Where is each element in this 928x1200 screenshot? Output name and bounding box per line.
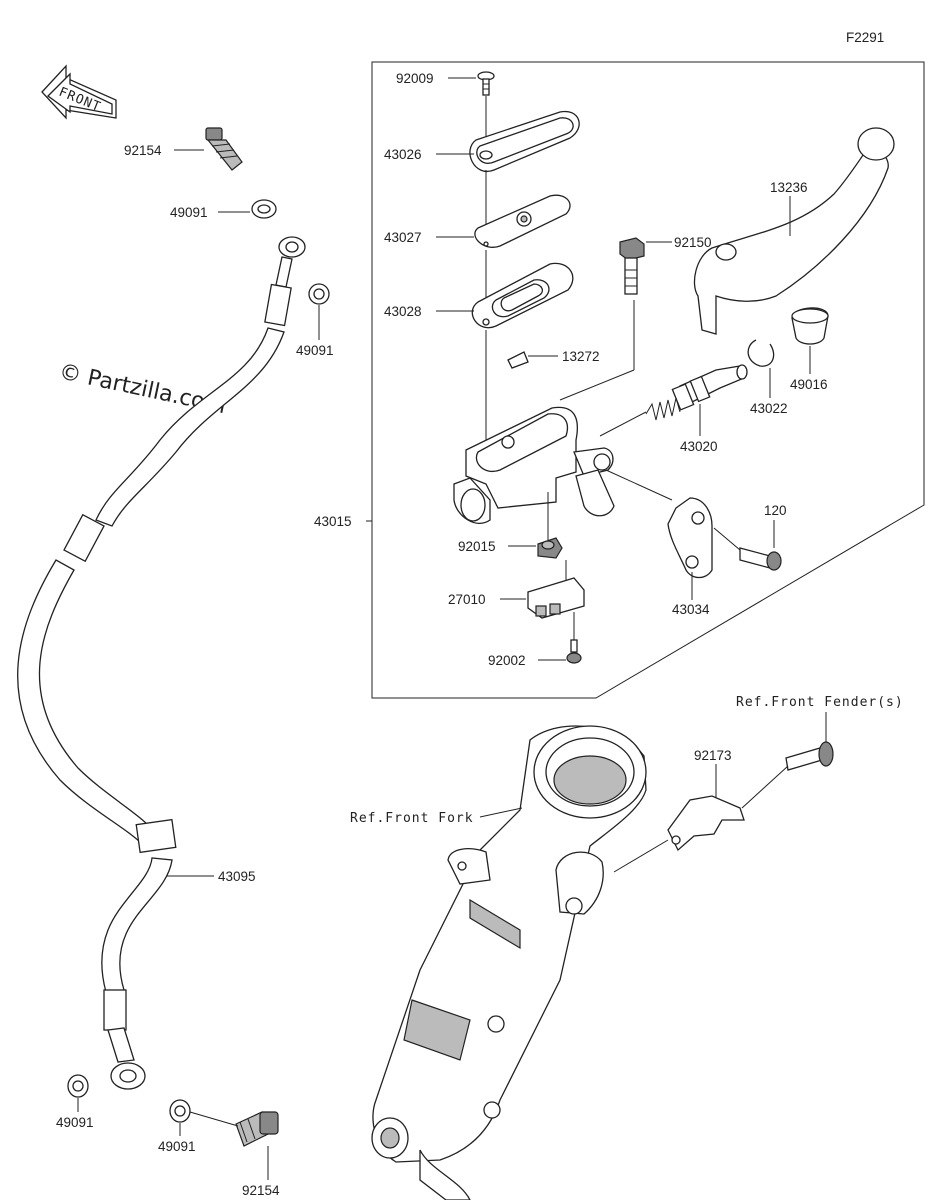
callout-120: 120 [764,503,787,518]
callout-43015: 43015 [314,514,352,529]
ref-front-fork: Ref.Front Fork [350,811,474,826]
callout-92150: 92150 [674,235,712,250]
nut-92015 [537,492,563,559]
master-cylinder-body-43015 [453,406,615,524]
pivot-bolt-92150 [619,237,645,295]
callout-49091-bottom-left: 49091 [56,1115,94,1130]
fender-bolt [785,741,834,771]
banjo-bolt-top [205,127,243,171]
diaphragm-43028 [471,262,574,329]
clip-13272 [507,351,529,369]
callout-43027: 43027 [384,230,422,245]
banjo-bolt-bottom [235,1111,279,1147]
plate-43027 [474,194,571,248]
screw-92002 [566,612,582,664]
brake-hose-43095 [17,236,306,1090]
callout-49016: 49016 [790,377,828,392]
lever-13236 [693,127,895,335]
callout-43020: 43020 [680,439,718,454]
circlip-43022 [747,339,775,367]
holder-43034 [667,497,713,579]
dust-boot-49016 [791,307,829,345]
washer-49091-top [251,199,277,219]
callout-27010: 27010 [448,592,486,607]
figure-code: F2291 [846,30,884,45]
ref-front-fender: Ref.Front Fender(s) [736,695,904,710]
bracket-92173 [667,795,745,852]
bolt-120 [739,547,782,571]
front-fork [371,725,647,1200]
piston-43020 [645,364,748,421]
callout-13272: 13272 [562,349,600,364]
leader-lines [77,77,827,1180]
washer-49091-bottom-left [67,1074,89,1098]
callout-49091-top: 49091 [170,205,208,220]
callout-43022: 43022 [750,401,788,416]
callout-92173: 92173 [694,748,732,763]
switch-27010 [527,560,585,619]
callout-92009: 92009 [396,71,434,86]
washer-49091-bottom-mid [169,1099,191,1123]
callout-43028: 43028 [384,304,422,319]
callout-92015: 92015 [458,539,496,554]
washer-49091-mid [308,283,330,305]
callout-49091-mid: 49091 [296,343,334,358]
callout-92154-bottom: 92154 [242,1183,280,1198]
assembly-frame [371,61,925,699]
callout-92002: 92002 [488,653,526,668]
reservoir-cap-43026 [469,110,580,173]
callout-43026: 43026 [384,147,422,162]
screw-92009 [477,71,495,96]
callout-92154-top: 92154 [124,143,162,158]
callout-13236: 13236 [770,180,808,195]
callout-43095: 43095 [218,869,256,884]
front-arrow-icon: FRONT [41,64,117,120]
callout-43034: 43034 [672,602,710,617]
callout-49091-bottom-mid: 49091 [158,1139,196,1154]
